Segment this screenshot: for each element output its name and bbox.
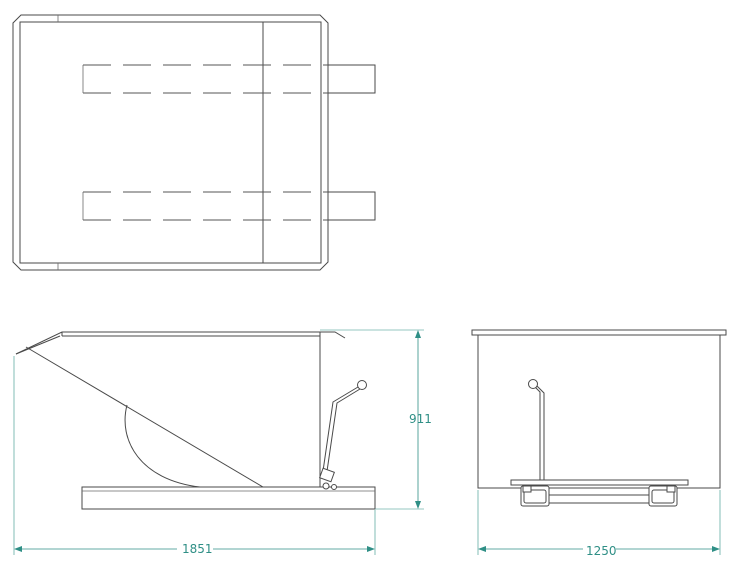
top-view-inner-frame [19,21,322,264]
fork-pocket-lower [82,191,376,221]
dimension-width-label: 1250 [586,544,617,558]
dimension-height-label: 911 [409,412,432,426]
fork-pocket-upper [82,64,376,94]
top-view-outer-frame [12,14,329,271]
side-view-rocker-curve [124,404,201,488]
front-view [471,329,727,507]
front-view-base-plate [510,479,689,486]
side-view [15,331,376,510]
front-view-top-rim [471,329,727,336]
dimension-width: 1250 [477,490,721,558]
dimension-length: 1851 [13,356,376,556]
side-view-release-lever [319,380,367,490]
side-view-base [81,486,376,510]
dimension-height: 911 [320,329,432,510]
top-view [12,14,376,271]
side-view-hopper [15,331,321,488]
dimension-length-label: 1851 [182,542,213,556]
front-view-body [477,334,721,489]
